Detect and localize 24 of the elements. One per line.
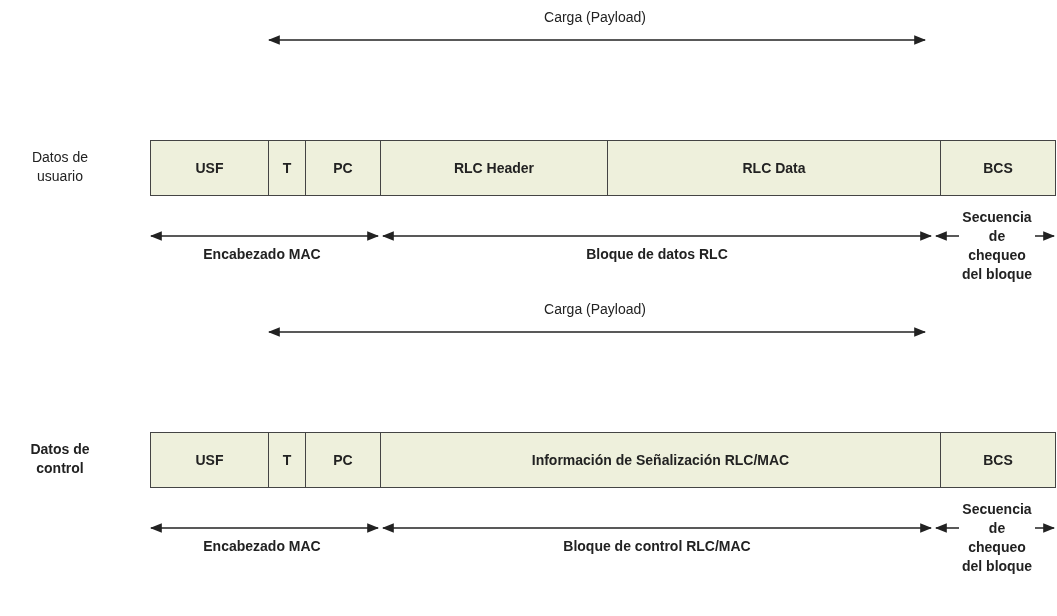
- dimension-label: Secuencia de chequeo del bloque: [959, 208, 1035, 284]
- field-cell: [150, 432, 269, 488]
- field-cell: [268, 140, 306, 196]
- field-name: USF: [195, 452, 224, 468]
- field-cell: [268, 432, 306, 488]
- field-name: BCS: [983, 452, 1013, 468]
- field-cell: [940, 432, 1056, 488]
- field-name: PC: [333, 452, 353, 468]
- field-name: RLC Header: [453, 160, 535, 176]
- field-cell: [380, 140, 608, 196]
- field-name: PC: [333, 160, 353, 176]
- field-name: Información de Señalización RLC/MAC: [531, 452, 790, 468]
- field-name: RLC Data: [742, 160, 806, 176]
- field-cell: [940, 140, 1056, 196]
- field-name: BCS: [983, 160, 1013, 176]
- field-name: T: [282, 452, 292, 468]
- field-cell: [305, 432, 381, 488]
- field-cell: [150, 140, 269, 196]
- field-cell: [305, 140, 381, 196]
- field-name: USF: [195, 160, 224, 176]
- dimension-label: Secuencia de chequeo del bloque: [959, 500, 1035, 576]
- field-name: T: [282, 160, 292, 176]
- field-cell: [607, 140, 941, 196]
- field-cell: [380, 432, 941, 488]
